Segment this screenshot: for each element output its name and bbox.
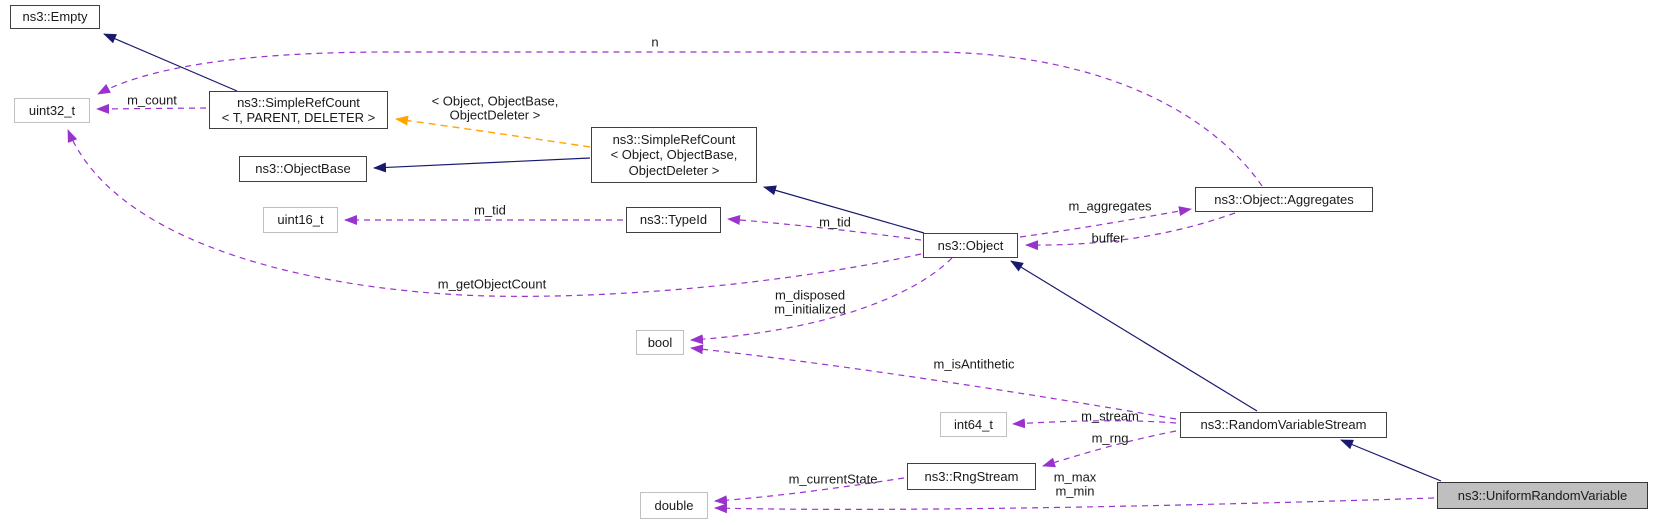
edge-member-m-aggregates (1019, 206, 1192, 238)
node-label: ns3::ObjectBase (255, 161, 351, 177)
edge-member-m-tid-object-typeid (727, 214, 922, 241)
node-label: ns3::Object (937, 237, 1004, 253)
node-ns3-simplerefcount-t[interactable]: ns3::SimpleRefCount < T, PARENT, DELETER… (209, 91, 388, 129)
edge-label-m-stream: m_stream (1081, 408, 1139, 424)
node-uint32-t: uint32_t (14, 98, 90, 123)
edge-label-m-tid-object: m_tid (819, 214, 851, 230)
node-bool: bool (636, 330, 684, 355)
edge-inherit-uniformrandomvariable-randomvariablestream (1340, 439, 1442, 482)
edge-inherit-simplerefcountT-empty (103, 33, 238, 92)
node-ns3-typeid[interactable]: ns3::TypeId (626, 207, 721, 233)
node-label: ns3::TypeId (639, 212, 708, 228)
node-ns3-object-aggregates[interactable]: ns3::Object::Aggregates (1195, 187, 1373, 212)
node-label: ns3::Object::Aggregates (1214, 191, 1354, 207)
edge-member-m-currentstate (714, 477, 905, 506)
edge-label-n: n (651, 34, 659, 50)
node-label: ns3::UniformRandomVariable (1457, 487, 1628, 503)
node-label: bool (647, 334, 673, 350)
edge-member-m-disposed-m-initialized (690, 257, 953, 345)
node-ns3-simplerefcount-object[interactable]: ns3::SimpleRefCount < Object, ObjectBase… (591, 127, 757, 183)
node-label: uint32_t (28, 102, 76, 118)
edge-inherit-randomvariablestream-object (1010, 260, 1258, 412)
node-ns3-empty[interactable]: ns3::Empty (10, 5, 100, 29)
node-label: ns3::SimpleRefCount (237, 94, 360, 110)
edge-label-m-aggregates: m_aggregates (1068, 198, 1152, 214)
node-label: double (654, 497, 694, 513)
edge-member-m-max-m-min (714, 497, 1435, 514)
node-label: < Object, ObjectBase, (610, 147, 738, 163)
node-label: ObjectDeleter > (628, 162, 720, 178)
edge-label-m-disposed: m_disposed (774, 287, 846, 303)
node-int64-t: int64_t (940, 412, 1007, 437)
node-label: ns3::RandomVariableStream (1200, 417, 1367, 433)
node-uint16-t: uint16_t (263, 207, 338, 233)
edge-label-buffer: buffer (1091, 230, 1125, 246)
edge-member-m-rng (1042, 430, 1177, 468)
edge-label-m-getobjectcount: m_getObjectCount (437, 276, 547, 292)
node-label: ns3::RngStream (924, 468, 1019, 484)
edge-member-buffer (1025, 212, 1236, 251)
edge-label-m-currentstate: m_currentState (788, 471, 878, 487)
edge-label-m-isantithetic: m_isAntithetic (933, 356, 1015, 372)
node-label: uint16_t (277, 212, 324, 228)
node-ns3-randomvariablestream[interactable]: ns3::RandomVariableStream (1180, 412, 1387, 438)
node-label: ns3::Empty (22, 9, 88, 25)
node-label: ns3::SimpleRefCount (612, 132, 736, 147)
node-ns3-uniformrandomvariable[interactable]: ns3::UniformRandomVariable (1437, 482, 1648, 509)
edge-label-m-max: m_max (1053, 469, 1097, 485)
node-ns3-object[interactable]: ns3::Object (923, 233, 1018, 258)
node-ns3-objectbase[interactable]: ns3::ObjectBase (239, 156, 367, 182)
edge-inherit-object-simplerefcountObject (763, 185, 925, 234)
edge-member-m-isantithetic (690, 344, 1177, 420)
edge-label-template-args-line2: ObjectDeleter > (449, 107, 541, 123)
node-label: < T, PARENT, DELETER > (221, 110, 376, 125)
edge-member-m-stream (1012, 418, 1177, 429)
edge-label-m-tid-uint16: m_tid (474, 202, 506, 218)
edge-label-m-initialized: m_initialized (774, 301, 846, 317)
node-ns3-rngstream[interactable]: ns3::RngStream (907, 463, 1036, 490)
edge-label-m-rng: m_rng (1091, 430, 1129, 446)
edge-member-n (97, 51, 1263, 187)
edge-label-m-count: m_count (127, 92, 177, 108)
edge-member-m-count (96, 103, 207, 114)
edge-member-m-getobjectcount (67, 129, 922, 297)
edge-inherit-simplerefcountObject-objectbase (373, 157, 591, 173)
node-double: double (640, 492, 708, 519)
edge-label-m-min: m_min (1055, 483, 1095, 499)
edge-label-template-args-line1: < Object, ObjectBase, (431, 93, 559, 109)
edge-template-simplerefcountObject-simplerefcountT (395, 115, 591, 148)
node-label: int64_t (953, 416, 994, 432)
